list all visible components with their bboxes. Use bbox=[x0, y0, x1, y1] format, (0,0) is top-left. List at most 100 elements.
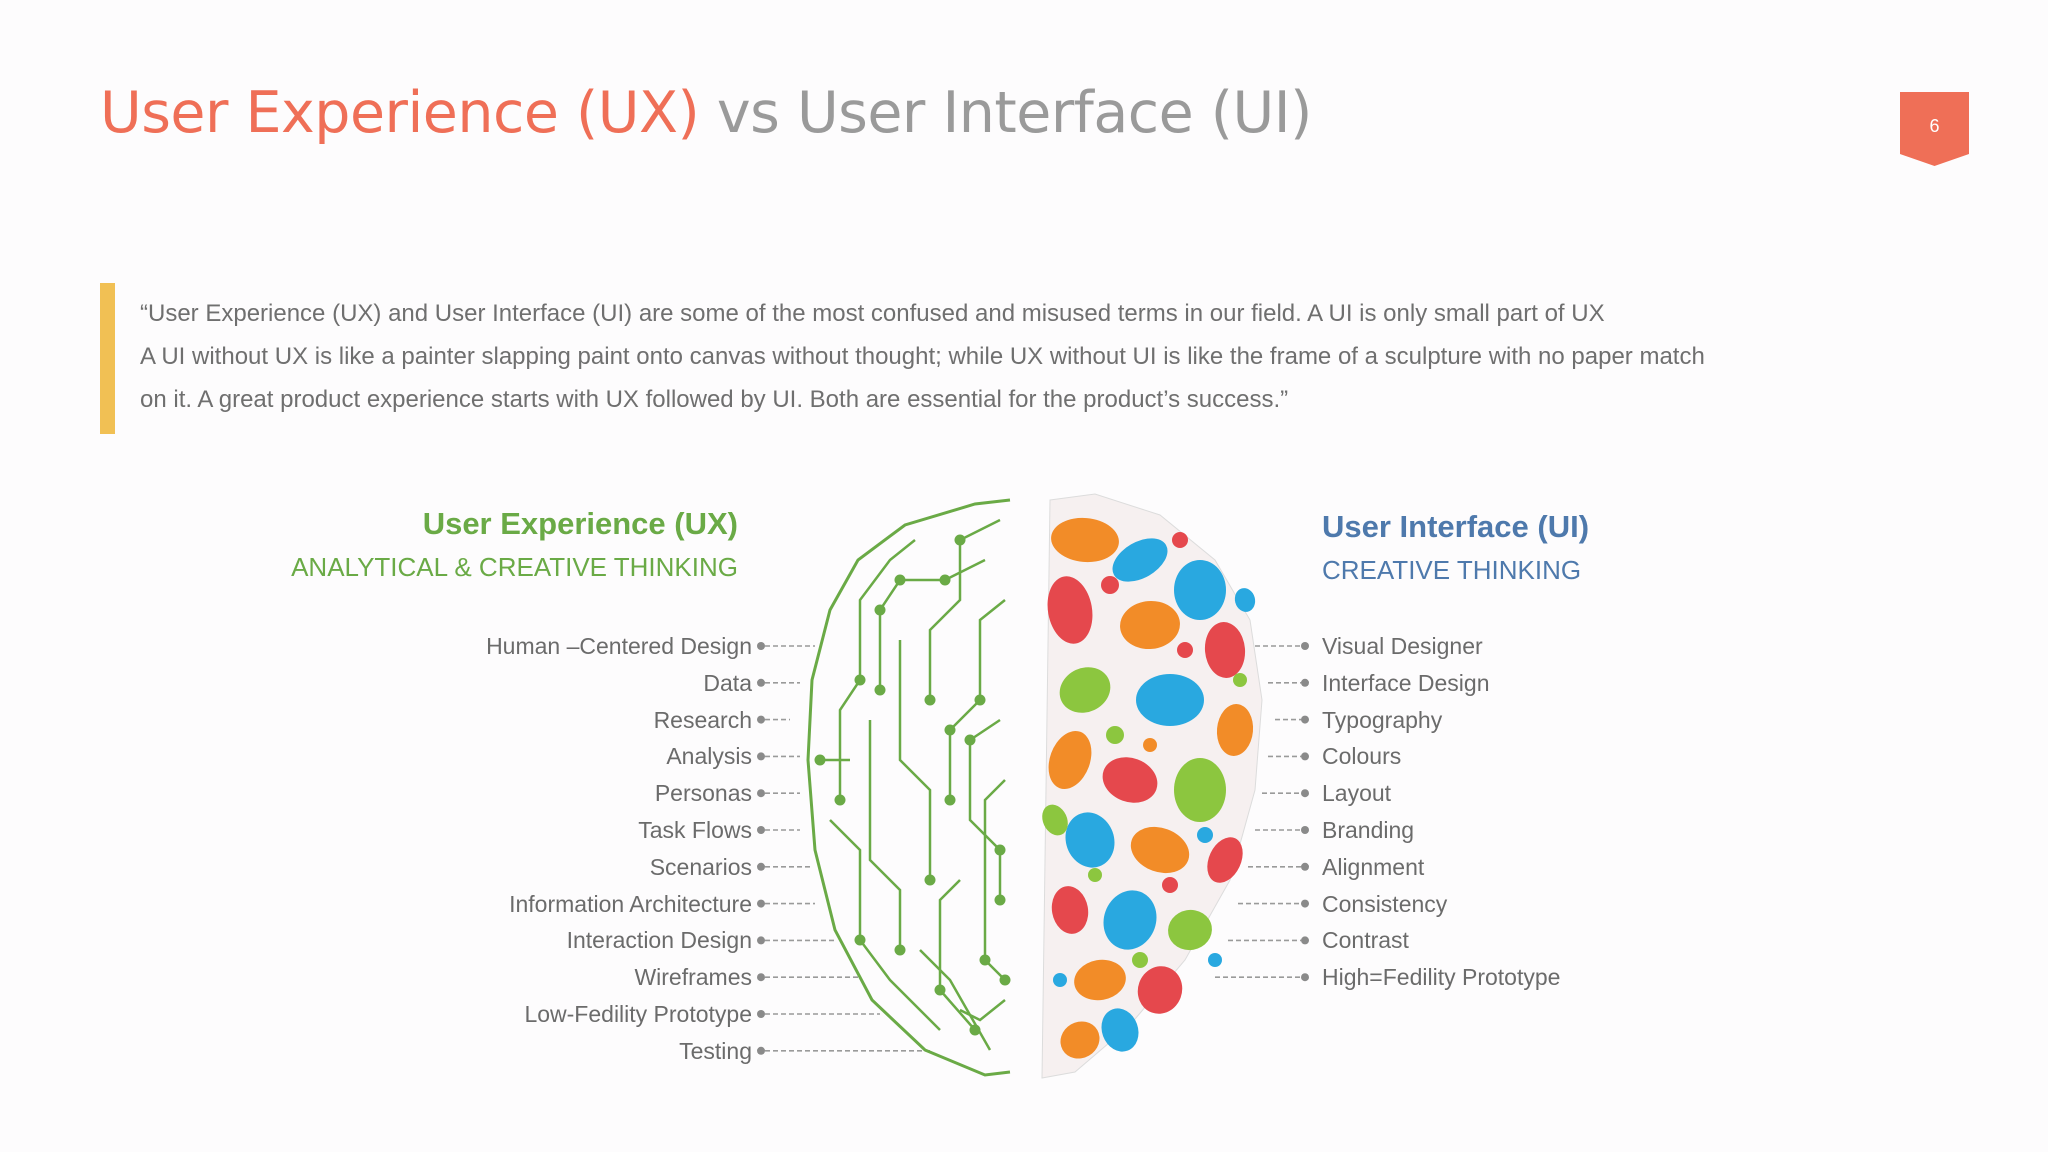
paint-dot bbox=[1197, 827, 1213, 843]
ux-item: Testing bbox=[679, 1037, 752, 1064]
circuit-node bbox=[974, 694, 986, 706]
connector-dot bbox=[757, 899, 765, 908]
page-number-badge: 6 bbox=[1900, 92, 1969, 166]
circuit-trace bbox=[898, 640, 932, 880]
paint-dot bbox=[1132, 952, 1148, 968]
circuit-node bbox=[944, 794, 956, 806]
connector-dot bbox=[757, 642, 765, 650]
title-rest: vs User Interface (UI) bbox=[699, 80, 1312, 146]
paint-dot bbox=[1233, 673, 1247, 687]
quote-line-2: A UI without UX is like a painter slappi… bbox=[140, 343, 1705, 370]
circuit-node bbox=[939, 574, 951, 586]
paint-splash-brain-icon bbox=[1041, 493, 1263, 1079]
connector-dot bbox=[1301, 752, 1309, 761]
paint-blob bbox=[1112, 538, 1168, 582]
paint-dot bbox=[1177, 642, 1193, 658]
ui-item: Colours bbox=[1322, 743, 1402, 770]
paint-blob bbox=[1216, 704, 1254, 756]
connector-dot bbox=[757, 678, 765, 687]
ux-item: Task Flows bbox=[638, 816, 752, 843]
circuit-trace bbox=[838, 539, 916, 800]
connector-dot bbox=[757, 936, 765, 945]
ui-item: Alignment bbox=[1322, 853, 1425, 880]
circuit-trace bbox=[938, 879, 976, 1031]
paint-dot bbox=[1053, 973, 1067, 987]
connector-dot bbox=[757, 862, 765, 871]
paint-dot bbox=[1101, 576, 1119, 594]
connector-dot bbox=[1301, 678, 1309, 687]
paint-blob bbox=[1048, 730, 1092, 790]
ui-item: Visual Designer bbox=[1322, 633, 1483, 659]
ui-item-list: Visual Designer Interface Design Typogra… bbox=[1322, 628, 1560, 996]
quote-block: “User Experience (UX) and User Interface… bbox=[140, 292, 1900, 421]
paint-blob bbox=[1051, 886, 1089, 934]
ux-item: Data bbox=[703, 669, 752, 696]
circuit-node bbox=[894, 944, 906, 956]
connector-dot bbox=[1301, 642, 1309, 650]
ui-subheading: CREATIVE THINKING bbox=[1322, 555, 1582, 585]
connector-dot bbox=[757, 715, 765, 724]
circuit-node bbox=[854, 674, 866, 686]
title-accent: User Experience (UX) bbox=[100, 80, 700, 146]
paint-blob bbox=[1102, 757, 1158, 803]
circuit-node bbox=[934, 984, 946, 996]
ui-item: Layout bbox=[1322, 780, 1392, 807]
ui-item: Consistency bbox=[1322, 890, 1448, 917]
circuit-node bbox=[954, 534, 966, 546]
connector-dot bbox=[757, 789, 765, 798]
connector-dot bbox=[1301, 789, 1309, 798]
quote-line-1: “User Experience (UX) and User Interface… bbox=[140, 300, 1605, 327]
circuit-node bbox=[964, 734, 976, 746]
connector-dot bbox=[757, 752, 765, 761]
ux-item: Research bbox=[653, 706, 752, 733]
paint-blob bbox=[1137, 966, 1183, 1014]
connector-dot bbox=[757, 973, 765, 982]
ux-item: Personas bbox=[654, 780, 752, 807]
circuit-node bbox=[874, 604, 886, 616]
ui-item: Interface Design bbox=[1322, 669, 1490, 696]
ux-subheading: ANALYTICAL & CREATIVE THINKING bbox=[291, 552, 738, 582]
slide-title: User Experience (UX) vs User Interface (… bbox=[100, 78, 1312, 148]
paint-blob bbox=[1060, 1021, 1100, 1059]
ux-heading: User Experience (UX) bbox=[422, 506, 738, 541]
paint-blob bbox=[1051, 517, 1119, 563]
connector-dot bbox=[1301, 899, 1309, 908]
paint-blob bbox=[1136, 674, 1204, 726]
paint-blob bbox=[1047, 576, 1093, 644]
circuit-trace bbox=[928, 518, 1001, 700]
paint-blob bbox=[1174, 758, 1226, 822]
badge-shape-icon bbox=[1900, 92, 1969, 166]
ux-item: Interaction Design bbox=[566, 927, 752, 954]
paint-blob bbox=[1168, 909, 1212, 951]
ui-item: Branding bbox=[1322, 816, 1415, 843]
paint-dot bbox=[1088, 868, 1102, 882]
paint-dot bbox=[1106, 726, 1124, 744]
paint-blob bbox=[1042, 804, 1068, 836]
paint-dot bbox=[1172, 532, 1188, 548]
connector-dot bbox=[757, 1046, 765, 1055]
circuit-trace bbox=[983, 779, 1006, 981]
connector-dot bbox=[1301, 715, 1309, 724]
paint-blob bbox=[1234, 588, 1256, 612]
paint-blob bbox=[1065, 812, 1115, 868]
circuit-trace bbox=[919, 949, 992, 1051]
paint-blob bbox=[1059, 667, 1111, 713]
connector-dot bbox=[1301, 862, 1309, 871]
circuit-node bbox=[874, 684, 886, 696]
circuit-node bbox=[979, 954, 991, 966]
circuit-outline bbox=[806, 498, 1011, 1077]
circuit-node bbox=[834, 794, 846, 806]
circuit-trace bbox=[829, 819, 941, 1031]
ui-heading: User Interface (UI) bbox=[1322, 509, 1590, 544]
circuit-node bbox=[924, 694, 936, 706]
quote-line-3: on it. A great product experience starts… bbox=[140, 386, 1289, 413]
paint-blob bbox=[1204, 622, 1246, 678]
paint-dot bbox=[1162, 877, 1178, 893]
paint-blob bbox=[1174, 560, 1226, 620]
ui-item: Contrast bbox=[1322, 927, 1409, 954]
circuit-brain-icon bbox=[806, 498, 1011, 1077]
connector-lines bbox=[757, 642, 1309, 1055]
ux-item: Wireframes bbox=[634, 964, 752, 991]
ux-item: Low-Fedility Prototype bbox=[524, 1000, 752, 1027]
